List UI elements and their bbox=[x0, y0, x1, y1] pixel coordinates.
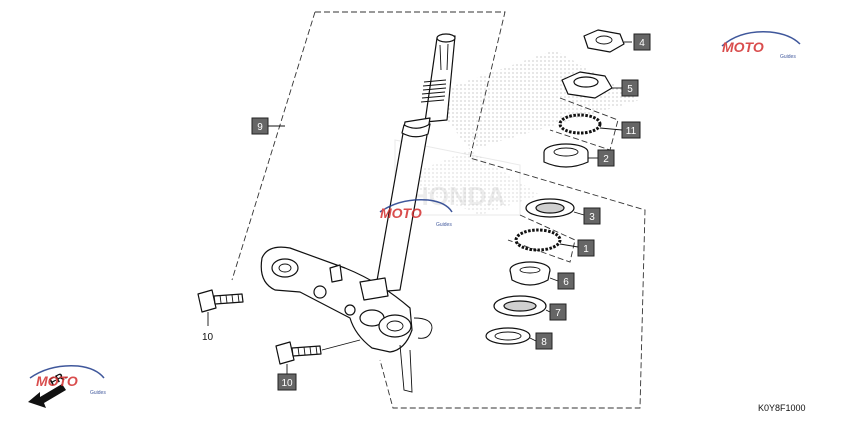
flange-bolt-lower bbox=[275, 341, 322, 365]
callout-2: 2 bbox=[597, 149, 615, 167]
watermark-bottom-left-brand: MOTO bbox=[36, 373, 78, 389]
upper-ball-race-bearings bbox=[558, 113, 602, 135]
callout-6: 6 bbox=[557, 272, 575, 290]
callout-3-text: 3 bbox=[589, 212, 595, 223]
callout-10-text: 10 bbox=[281, 378, 293, 389]
callout-8: 8 bbox=[535, 332, 553, 350]
lower-inner-race bbox=[509, 261, 551, 286]
watermark-top-right-sub: Guides bbox=[780, 54, 796, 60]
callout-9-text: 9 bbox=[257, 122, 263, 133]
steering-stem bbox=[374, 33, 456, 293]
callout-11: 11 bbox=[621, 121, 641, 139]
upper-outer-race bbox=[543, 143, 589, 168]
watermark-bottom-left-sub: Guides bbox=[90, 390, 106, 396]
lock-nut bbox=[583, 29, 625, 53]
callout-5-text: 5 bbox=[627, 84, 633, 95]
watermark-top-right-brand: MOTO bbox=[722, 39, 764, 55]
watermark-bottom-left: MOTO Guides bbox=[29, 365, 106, 396]
front-arrow-icon bbox=[28, 384, 66, 408]
lower-bracket bbox=[260, 246, 433, 393]
watermark-center-sub: Guides bbox=[436, 222, 452, 228]
callout-10: 10 bbox=[277, 373, 297, 391]
callout-1-text: 1 bbox=[583, 244, 589, 255]
upper-inner-race bbox=[525, 198, 575, 218]
watermark-bottom-left-car-icon bbox=[29, 365, 105, 379]
adjusting-nut bbox=[561, 71, 613, 99]
bolt-upper-label: 10 bbox=[202, 332, 214, 343]
callout-7: 7 bbox=[549, 303, 567, 321]
callout-1: 1 bbox=[577, 239, 595, 257]
assembly-outline-stem bbox=[315, 11, 646, 409]
assembly-outline-lower-bearings bbox=[507, 214, 576, 263]
callout-6-text: 6 bbox=[563, 277, 569, 288]
bolt-lower-assembly-line bbox=[321, 339, 361, 351]
callout-7-text: 7 bbox=[555, 308, 561, 319]
callout-leaders bbox=[268, 41, 632, 342]
callout-4-text: 4 bbox=[639, 38, 645, 49]
watermark-center-car-icon bbox=[379, 199, 453, 213]
callout-4: 4 bbox=[633, 33, 651, 51]
callout-9: 9 bbox=[251, 117, 269, 135]
washer bbox=[485, 327, 531, 345]
assembly-outline-upper-bearings bbox=[549, 97, 619, 151]
flange-bolt-upper bbox=[197, 289, 244, 313]
dust-seal bbox=[493, 295, 547, 317]
watermark-center: MOTO Guides bbox=[379, 199, 453, 228]
assembly-outline-left bbox=[231, 11, 316, 281]
watermark-car-icon bbox=[721, 31, 801, 47]
callout-2-text: 2 bbox=[603, 154, 609, 165]
watermark-top-right: MOTO Guides bbox=[721, 31, 801, 60]
leader-shading-upper bbox=[428, 50, 640, 150]
leader-shading-lower bbox=[395, 150, 540, 215]
watermark-center-brand: MOTO bbox=[380, 205, 422, 221]
callout-5: 5 bbox=[621, 79, 639, 97]
callout-8-text: 8 bbox=[541, 337, 547, 348]
diagram-code: K0Y8F1000 bbox=[758, 403, 806, 413]
callout-3: 3 bbox=[583, 207, 601, 225]
lower-ball-race-bearings bbox=[514, 228, 562, 252]
callout-11-text: 11 bbox=[626, 126, 637, 137]
